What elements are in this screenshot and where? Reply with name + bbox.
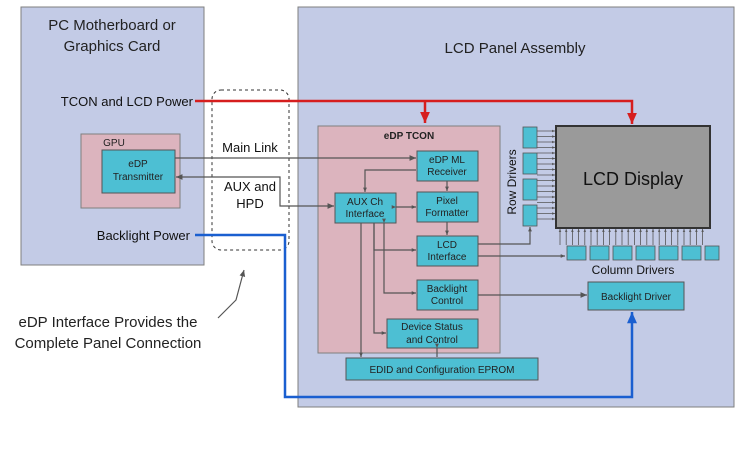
lcd-display-label: LCD Display (583, 169, 683, 189)
pixel-formatter-line1: Pixel (436, 196, 458, 207)
backlight-driver-label: Backlight Driver (601, 292, 672, 303)
backlight-control-line2: Control (431, 296, 463, 307)
signal-lines (175, 155, 587, 357)
note-pointer (217, 269, 246, 319)
backlight-control-line1: Backlight (427, 284, 468, 295)
lcd-interface-block (416, 235, 479, 267)
edid-eprom-block (345, 357, 539, 381)
aux-hpd-label-line1: AUX and (224, 179, 276, 194)
backlight-power-line (195, 233, 637, 399)
lcd-interface-line2: Interface (428, 252, 467, 263)
tcon-power-label: TCON and LCD Power (61, 94, 194, 109)
column-drivers-label: Column Drivers (592, 263, 675, 277)
note-line1: eDP Interface Provides the (19, 314, 198, 331)
pc-title-line2: Graphics Card (64, 38, 161, 55)
tcon-lcd-power-line (195, 99, 637, 124)
aux-ch-block (334, 192, 397, 224)
ml-receiver-line2: Receiver (427, 167, 467, 178)
device-status-line1: Device Status (401, 322, 463, 333)
row-drivers (522, 126, 555, 227)
lcd-interface-line1: LCD (437, 240, 457, 251)
device-status-line2: and Control (406, 335, 458, 346)
aux-ch-line2: Interface (346, 209, 385, 220)
row-drivers-label: Row Drivers (505, 149, 519, 214)
backlight-control-block (416, 279, 479, 311)
pc-title-line1: PC Motherboard or (48, 17, 176, 34)
ml-receiver-block (416, 150, 479, 182)
backlight-driver-block (587, 281, 685, 311)
edp-transmitter-line1: eDP (128, 159, 148, 170)
aux-hpd-label-line2: HPD (236, 196, 263, 211)
edp-interface-box (211, 89, 290, 251)
edid-eprom-label: EDID and Configuration EPROM (369, 365, 514, 376)
device-status-block (386, 318, 479, 349)
pixel-formatter-line2: Formatter (425, 208, 469, 219)
column-drivers (558, 229, 720, 261)
main-link-label: Main Link (222, 140, 278, 155)
aux-line (176, 174, 334, 209)
ml-receiver-line1: eDP ML (429, 155, 465, 166)
edp-tcon-title: eDP TCON (384, 131, 434, 142)
gpu-label: GPU (103, 138, 125, 149)
edp-transmitter-block (101, 149, 176, 194)
aux-ch-line1: AUX Ch (347, 197, 383, 208)
lcd-display (555, 125, 711, 229)
edp-transmitter-line2: Transmitter (113, 172, 164, 183)
note-line2: Complete Panel Connection (15, 335, 202, 352)
lcd-assembly-title: LCD Panel Assembly (445, 40, 586, 57)
backlight-power-label: Backlight Power (97, 228, 191, 243)
